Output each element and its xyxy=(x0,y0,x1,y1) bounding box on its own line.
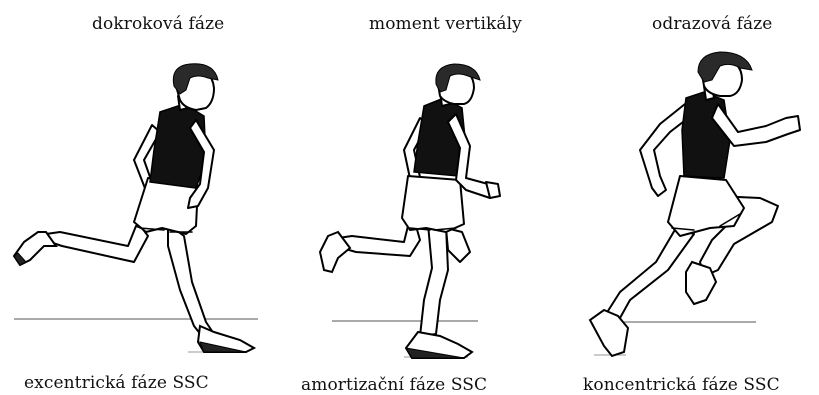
runner-figure-1 xyxy=(14,64,258,352)
back-leg-2 xyxy=(338,226,420,256)
runner-figure-3 xyxy=(590,52,800,356)
shorts-3 xyxy=(668,176,744,236)
shirt-3 xyxy=(682,92,730,178)
push-shoe-3 xyxy=(590,310,628,356)
runner-figure-2 xyxy=(320,64,500,358)
back-leg-1 xyxy=(46,226,148,262)
phase-caption-3: koncentrická fáze SSC xyxy=(583,375,780,395)
phase-caption-1: excentrická fáze SSC xyxy=(24,373,209,393)
shirt-1 xyxy=(150,104,206,188)
shorts-2 xyxy=(402,176,464,232)
front-leg-2 xyxy=(420,224,448,336)
push-leg-3 xyxy=(606,228,694,318)
phase-caption-2: amortizační fáze SSC xyxy=(301,375,487,395)
knee-2 xyxy=(446,228,470,262)
